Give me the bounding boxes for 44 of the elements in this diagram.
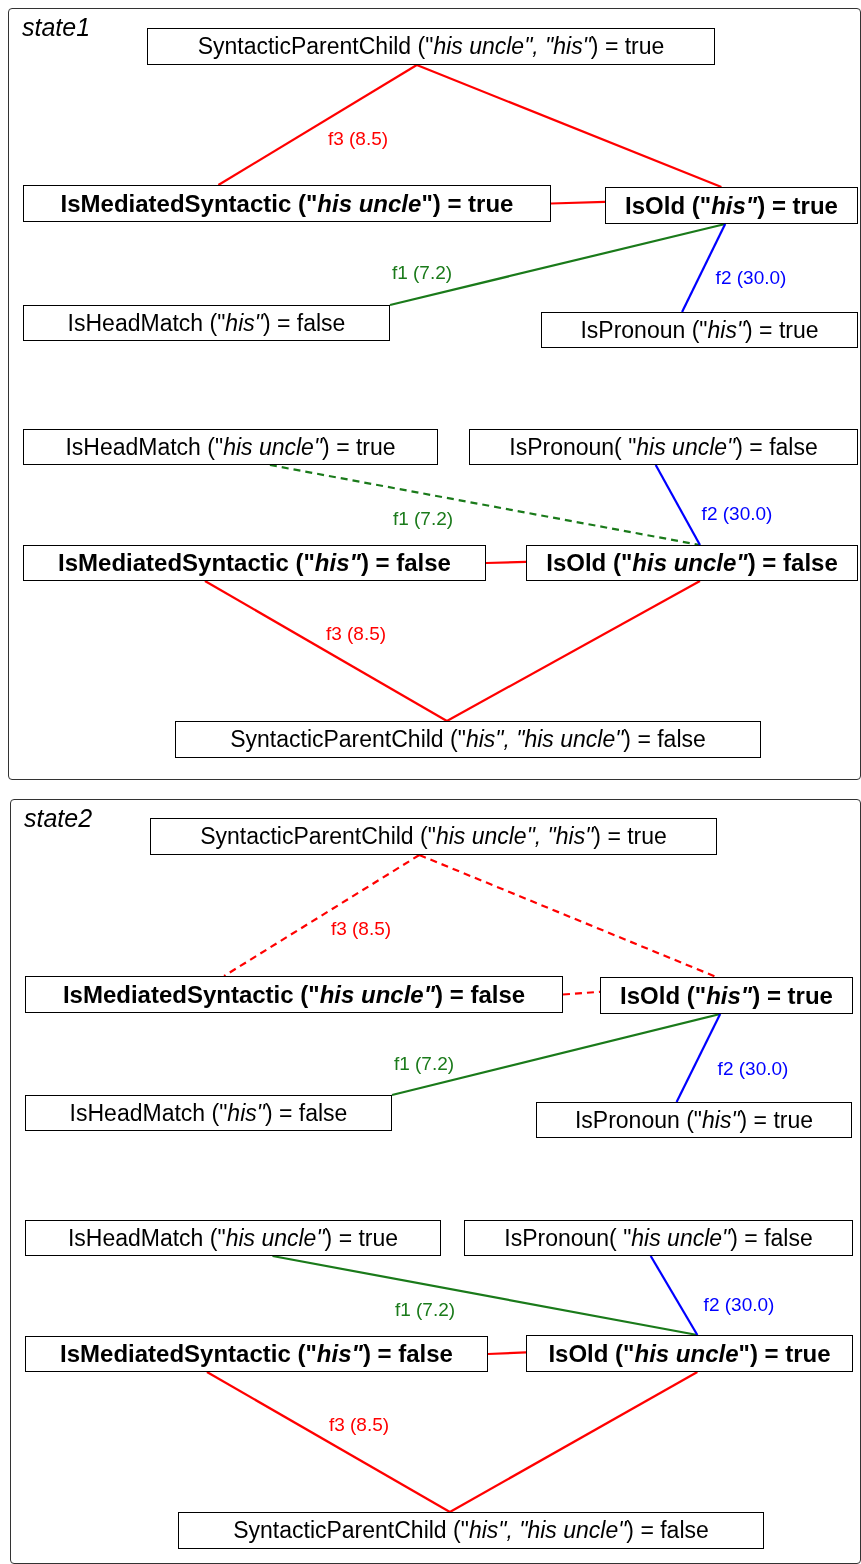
predicate-box: IsHeadMatch ("his") = false [25,1095,392,1131]
dashed-factor-line [418,854,717,978]
factor-line [391,1012,721,1097]
predicate-box: SyntacticParentChild ("his uncle", "his") = true [150,818,717,855]
state-panel [10,799,861,1564]
factor-line [217,64,418,186]
factor-line [449,1371,698,1513]
predicate-box: IsHeadMatch ("his") = false [23,305,390,341]
factor-line [485,560,527,565]
predicate-box: SyntacticParentChild ("his uncle", "his") = true [147,28,715,65]
panel-title: state2 [24,804,93,833]
predicate-box: IsMediatedSyntactic ("his uncle") = true [23,185,551,222]
predicate-box: IsPronoun ("his") = true [541,312,858,348]
predicate-box: IsHeadMatch ("his uncle") = true [25,1220,441,1256]
predicate-box: IsMediatedSyntactic ("his") = false [23,545,486,581]
factor-line [675,1013,722,1103]
factor-line [272,1254,698,1337]
state-panel [8,8,861,780]
predicate-box: IsPronoun ("his") = true [536,1102,852,1138]
panel-title: state1 [22,13,91,42]
predicate-box: IsHeadMatch ("his uncle") = true [23,429,438,465]
predicate-box: SyntacticParentChild ("his", "his uncle") = false [178,1512,764,1549]
predicate-box: IsMediatedSyntactic ("his") = false [25,1336,488,1372]
factor-line [550,200,606,205]
predicate-box: IsOld ("his") = true [605,187,858,224]
factor-line [649,1255,699,1336]
predicate-box: SyntacticParentChild ("his", "his uncle") = false [175,721,761,758]
predicate-box: IsMediatedSyntactic ("his uncle") = false [25,976,563,1013]
dashed-factor-line [223,854,420,977]
predicate-box: IsOld ("his uncle") = true [526,1335,853,1372]
factor-line [416,63,722,189]
predicate-box: IsPronoun( "his uncle") = false [469,429,858,465]
factor-line [446,580,701,722]
dashed-factor-line [269,463,701,547]
factor-line [487,1351,527,1356]
predicate-box: IsPronoun( "his uncle") = false [464,1220,853,1256]
predicate-box: IsOld ("his") = true [600,977,853,1014]
factor-line [681,223,727,313]
factor-line [389,222,726,307]
factor-line [204,580,448,722]
factor-line [654,464,701,546]
predicate-box: IsOld ("his uncle") = false [526,545,858,581]
dashed-factor-line [562,990,601,996]
factor-line [206,1371,451,1513]
